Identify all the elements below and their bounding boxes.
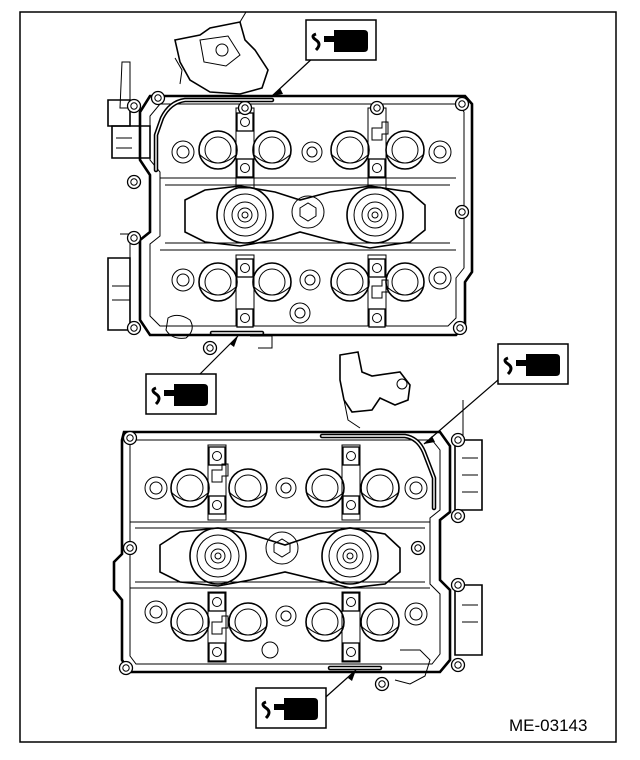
upper-head-sealant-bead-top: [153, 97, 275, 173]
upper-head-bottom-row: [165, 254, 452, 339]
sealant-tube-icon: [304, 18, 378, 62]
sealant-tube-icon: [496, 342, 570, 386]
lower-cylinder-head: [112, 351, 483, 692]
figure-code: ME-03143: [509, 716, 588, 735]
sealant-callout-bottom-upper: [144, 335, 239, 416]
sealant-tube-icon: [254, 686, 328, 730]
upper-head-top-row: [171, 100, 452, 189]
sealant-callout-top-upper: [271, 18, 378, 97]
sealant-tube-icon: [144, 372, 218, 416]
sealant-callout-top-lower: [423, 342, 570, 445]
sealant-callout-bottom-lower: [254, 669, 357, 730]
figure-frame: [19, 11, 617, 743]
upper-cylinder-head: [107, 11, 474, 356]
lower-head-sealant-bead-top: [319, 433, 437, 511]
